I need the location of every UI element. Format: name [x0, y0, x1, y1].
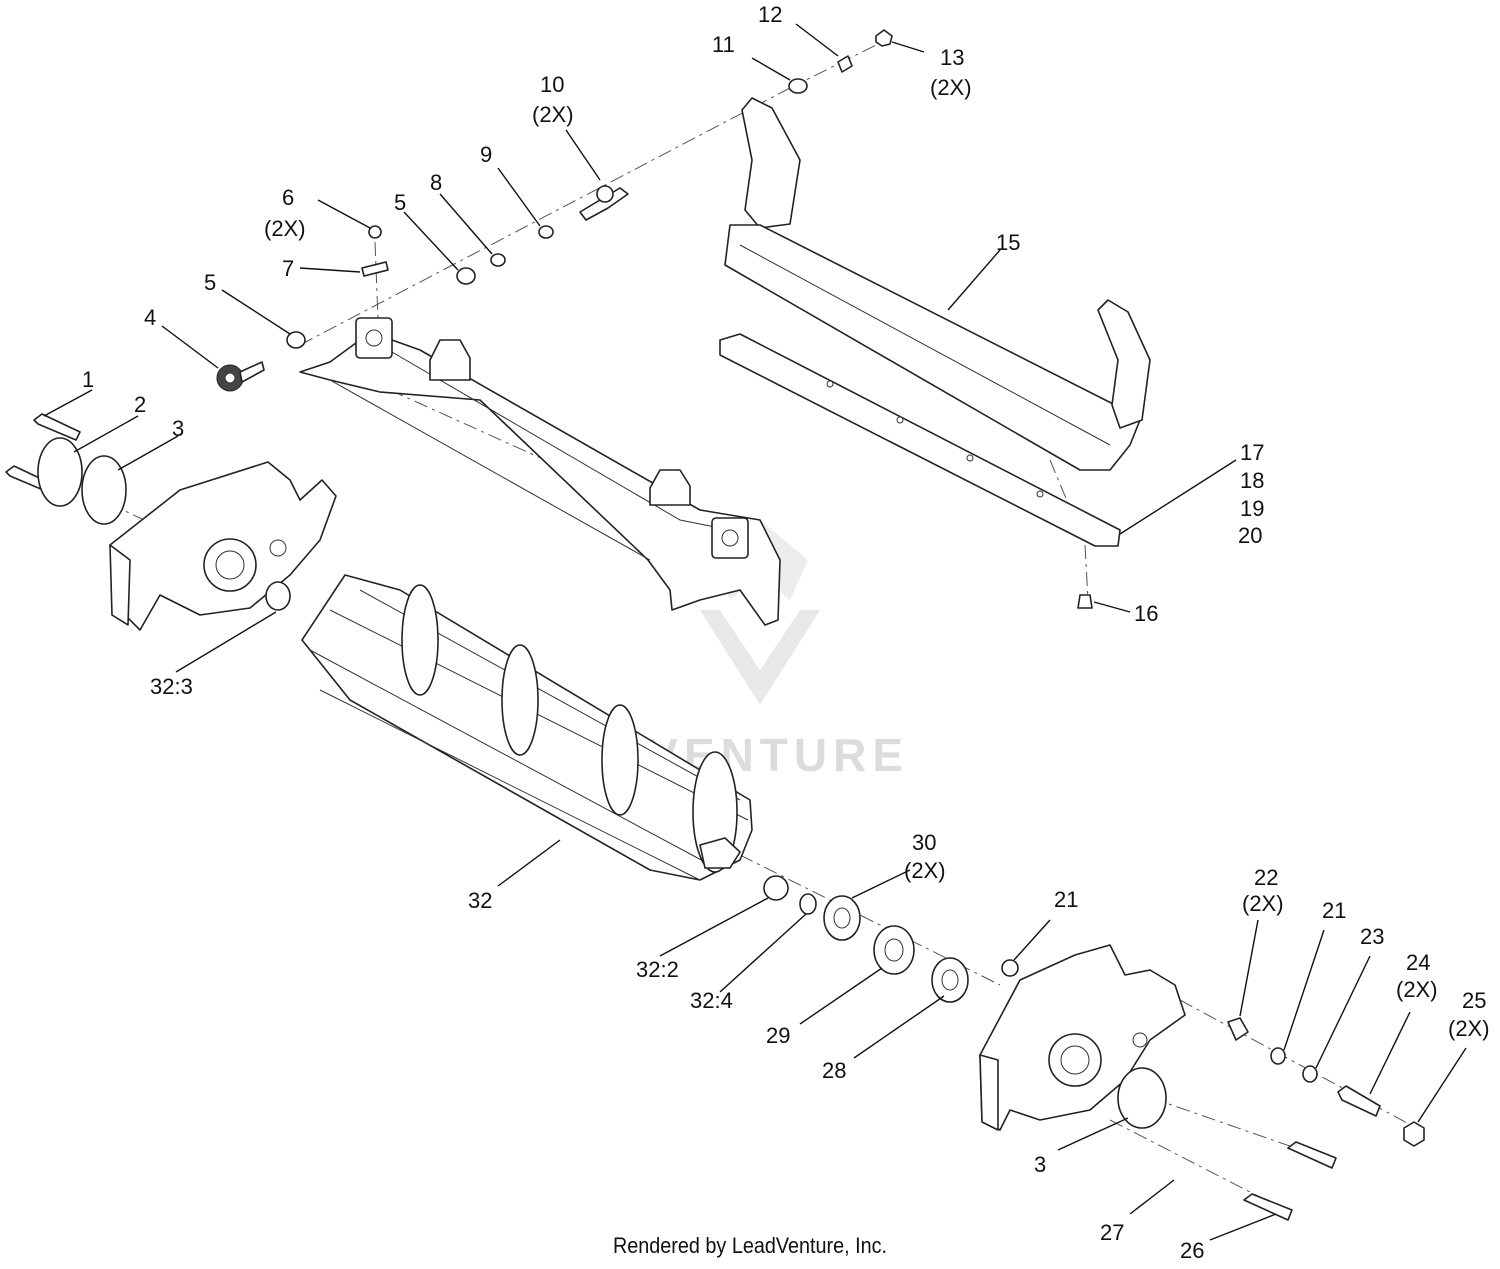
- washer-11: [788, 78, 808, 94]
- callout-30-qty: (2X): [904, 858, 946, 883]
- callout-22-qty: (2X): [1242, 891, 1284, 916]
- callout-12: 12: [758, 2, 782, 27]
- callout-21-left: 21: [1054, 887, 1078, 912]
- callout-22: 22: [1254, 865, 1278, 890]
- callout-11: 11: [712, 32, 735, 57]
- callout-27: 27: [1100, 1220, 1124, 1245]
- bedknife-17-20: [719, 333, 1121, 547]
- nut-25: [1403, 1121, 1425, 1147]
- callout-23: 23: [1360, 924, 1384, 949]
- callout-24-qty: (2X): [1396, 977, 1438, 1002]
- callout-21-right: 21: [1322, 898, 1346, 923]
- frame-rail: [299, 317, 781, 626]
- bearing-32-2: [763, 875, 789, 901]
- callout-32-4: 32:4: [690, 988, 733, 1013]
- callout-15: 15: [996, 230, 1020, 255]
- stud-24: [1337, 1085, 1381, 1117]
- callout-5-right: 5: [394, 190, 406, 215]
- callout-16: 16: [1134, 601, 1158, 626]
- callout-1: 1: [82, 367, 94, 392]
- callout-6: 6: [282, 185, 294, 210]
- seal-30: [823, 895, 861, 941]
- washer-21b: [1270, 1047, 1286, 1065]
- bolt-26: [1243, 1193, 1293, 1221]
- screw-6: [368, 225, 382, 239]
- washer-21a: [1001, 959, 1019, 977]
- left-side-plate: [109, 461, 337, 631]
- reel-32: [301, 574, 753, 881]
- callout-24: 24: [1406, 950, 1430, 975]
- callout-17: 17: [1240, 440, 1264, 465]
- bushing-5a: [286, 331, 306, 349]
- snap-ring-32-4: [799, 893, 817, 915]
- callout-13: 13: [940, 45, 964, 70]
- washer-23: [1302, 1065, 1318, 1083]
- callout-30: 30: [912, 830, 936, 855]
- callout-26: 26: [1180, 1238, 1204, 1263]
- spring-12: [837, 55, 853, 73]
- callout-2: 2: [134, 392, 146, 417]
- callout-29: 29: [766, 1023, 790, 1048]
- callout-10: 10: [540, 72, 564, 97]
- callout-32: 32: [468, 888, 492, 913]
- callout-25-qty: (2X): [1448, 1016, 1490, 1041]
- o-ring-3: [1117, 1067, 1167, 1129]
- right-side-plate: [979, 944, 1186, 1131]
- callout-6-qty: (2X): [264, 216, 306, 241]
- callout-4: 4: [144, 305, 156, 330]
- washer-8: [490, 253, 506, 267]
- callout-3-left: 3: [172, 416, 184, 441]
- bedbar-15: [724, 97, 1151, 471]
- callout-labels: 1 2 3 4 5 6 (2X) 7 5 8 9 10 (2X) 11 12 1…: [82, 2, 1490, 1263]
- callout-19: 19: [1240, 496, 1264, 521]
- callout-5-left: 5: [204, 270, 216, 295]
- bearing-32-3: [265, 581, 291, 611]
- assembly-centerlines: [59, 37, 1421, 1211]
- bolt-27: [1287, 1141, 1337, 1169]
- nut-13: [875, 29, 893, 47]
- bushing-22: [1227, 1017, 1249, 1041]
- callout-25: 25: [1462, 988, 1486, 1013]
- callout-9: 9: [480, 142, 492, 167]
- leader-lines: [43, 23, 1467, 1241]
- callout-28: 28: [822, 1058, 846, 1083]
- pivot-pin-10: [579, 185, 629, 221]
- screw-16: [1077, 594, 1093, 609]
- callout-20: 20: [1238, 523, 1262, 548]
- callout-10-qty: (2X): [532, 102, 574, 127]
- pinion-4: [216, 361, 265, 392]
- render-credit: Rendered by LeadVenture, Inc.: [612, 1233, 888, 1258]
- callout-32-2: 32:2: [636, 957, 679, 982]
- callout-13-qty: (2X): [930, 75, 972, 100]
- clip-7: [361, 261, 389, 277]
- seal-28: [931, 957, 969, 1003]
- callout-32-3: 32:3: [150, 674, 193, 699]
- callout-8: 8: [430, 170, 442, 195]
- washer-9: [538, 225, 554, 239]
- callout-3-right: 3: [1034, 1152, 1046, 1177]
- callout-7: 7: [282, 256, 294, 281]
- bushing-5b: [456, 267, 476, 285]
- callout-18: 18: [1240, 468, 1264, 493]
- bearing-29: [873, 925, 915, 975]
- tube-2: [37, 437, 127, 525]
